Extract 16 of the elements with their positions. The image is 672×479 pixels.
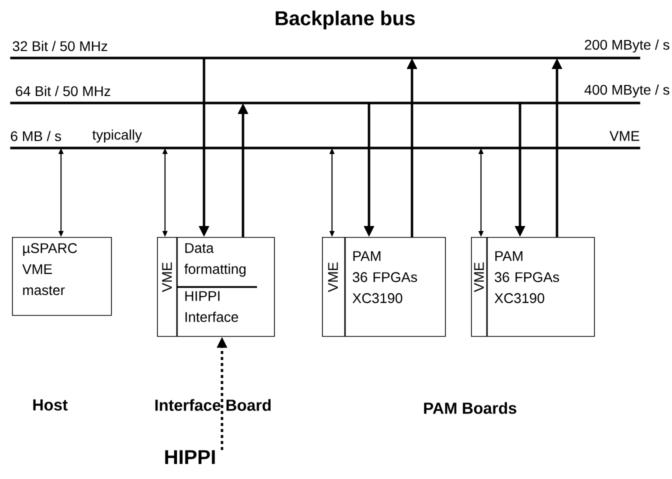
board-box: µSPARC VME master — [12, 237, 112, 316]
signal-label: HIPPI — [165, 450, 215, 464]
group-label: Interface Board — [155, 399, 271, 411]
bus-label: typically — [92, 129, 142, 143]
board-box: VME PAM 36 FPGAs XC3190 — [471, 237, 595, 337]
bus-label: 64 Bit / 50 MHz — [16, 86, 110, 96]
bus-label: 6 MB / s — [10, 130, 62, 142]
group-label: PAM Boards — [424, 402, 516, 414]
bus-label: 32 Bit / 50 MHz — [12, 40, 108, 52]
title: Backplane bus — [276, 10, 415, 30]
bus-label: 200 MByte / s — [584, 39, 670, 53]
bus-label: VME — [610, 131, 640, 141]
bus-label: 400 MByte / s — [584, 84, 670, 98]
board-box: VME Data formatting HIPPI Interface — [157, 237, 275, 337]
board-box: VME PAM 36 FPGAs XC3190 — [322, 237, 446, 337]
group-label: Host — [33, 399, 68, 411]
